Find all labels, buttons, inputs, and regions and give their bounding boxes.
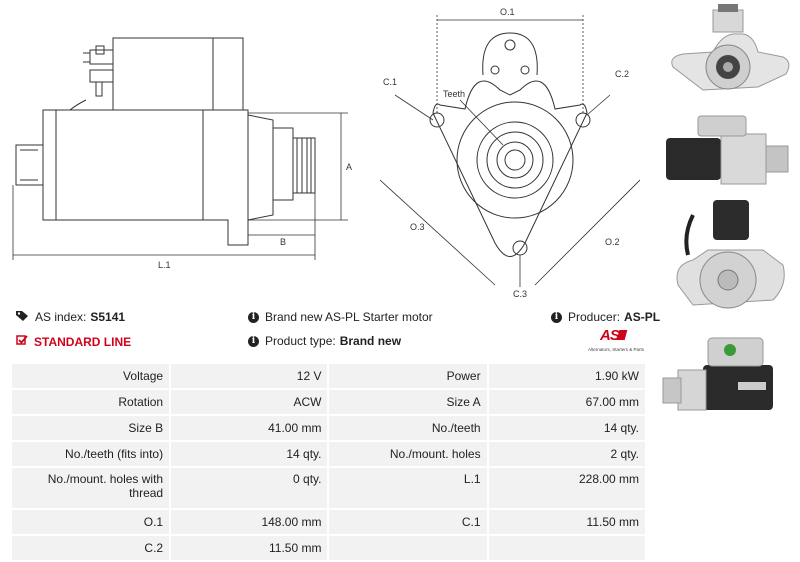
spec-value: 1.90 kW [488,364,645,388]
spec-label: Rotation [12,390,170,414]
spec-value: 11.50 mm [488,510,645,534]
as-index-label: AS index: [35,310,87,324]
dimension-l1-label: L.1 [158,260,171,270]
info-icon: i [248,311,259,323]
spec-value: 14 qty. [171,442,328,466]
info-icon: i [248,335,259,347]
product-photo-rear [658,195,798,325]
product-photo-side [658,110,798,195]
product-type-value: Brand new [339,334,402,348]
spec-label: No./mount. holes with thread [12,468,170,508]
spec-row: No./teeth (fits into)14 qty.No./mount. h… [12,442,645,466]
front-view-drawing: O.1 C.1 C.2 Teeth O.3 O.2 C.3 [379,7,640,299]
dimension-b-label: B [280,237,286,247]
spec-label [329,536,487,560]
logo-text: AS [600,327,620,344]
spec-label: Size A [329,390,487,414]
spec-label: O.1 [12,510,170,534]
spec-label: Power [329,364,487,388]
teeth-label: Teeth [443,89,465,99]
as-pl-logo: AS Alternators, Starters & Parts [588,327,650,355]
spec-value [488,536,645,560]
dimension-c2-label: C.2 [615,69,629,79]
checkbox-check-icon [16,334,28,349]
dimension-a-label: A [346,162,352,172]
product-description: Brand new AS-PL Starter motor [265,310,433,324]
spec-value: 12 V [171,364,328,388]
spec-label: C.2 [12,536,170,560]
logo-mark [616,330,628,340]
product-type-row: i Product type: Brand new [248,334,401,348]
product-photo-top [658,330,798,430]
spec-value: 148.00 mm [171,510,328,534]
spec-value: 0 qty. [171,468,328,508]
spec-value: 14 qty. [488,416,645,440]
dimension-c3-label: C.3 [513,289,527,299]
as-index-value: S5141 [90,310,126,324]
spec-value: 67.00 mm [488,390,645,414]
dimension-o1-label: O.1 [500,7,515,17]
spec-label: No./teeth [329,416,487,440]
spec-value: 11.50 mm [171,536,328,560]
spec-label: C.1 [329,510,487,534]
spec-value: 228.00 mm [488,468,645,508]
spec-value: 2 qty. [488,442,645,466]
spec-label: No./teeth (fits into) [12,442,170,466]
spec-label: L.1 [329,468,487,508]
tag-icon [16,310,29,324]
description-row: i Brand new AS-PL Starter motor [248,310,433,324]
producer-row: i Producer: AS-PL [551,310,660,324]
logo-tagline: Alternators, Starters & Parts [588,347,645,352]
spec-label: Size B [12,416,170,440]
dimension-c1-label: C.1 [383,77,397,87]
product-type-label: Product type: [265,334,336,348]
spec-value: 41.00 mm [171,416,328,440]
product-photo-flange [658,2,798,110]
dimension-o2-label: O.2 [605,237,620,247]
producer-value: AS-PL [624,310,661,324]
standard-line-row: STANDARD LINE [16,334,131,349]
spec-value: ACW [171,390,328,414]
info-icon: i [551,311,562,323]
standard-line-label: STANDARD LINE [34,334,132,349]
producer-label: Producer: [568,310,621,324]
spec-label: No./mount. holes [329,442,487,466]
spec-label: Voltage [12,364,170,388]
side-view-drawing: A B L.1 [12,37,352,270]
as-index-row: AS index: S5141 [16,310,125,324]
dimension-o3-label: O.3 [410,222,425,232]
